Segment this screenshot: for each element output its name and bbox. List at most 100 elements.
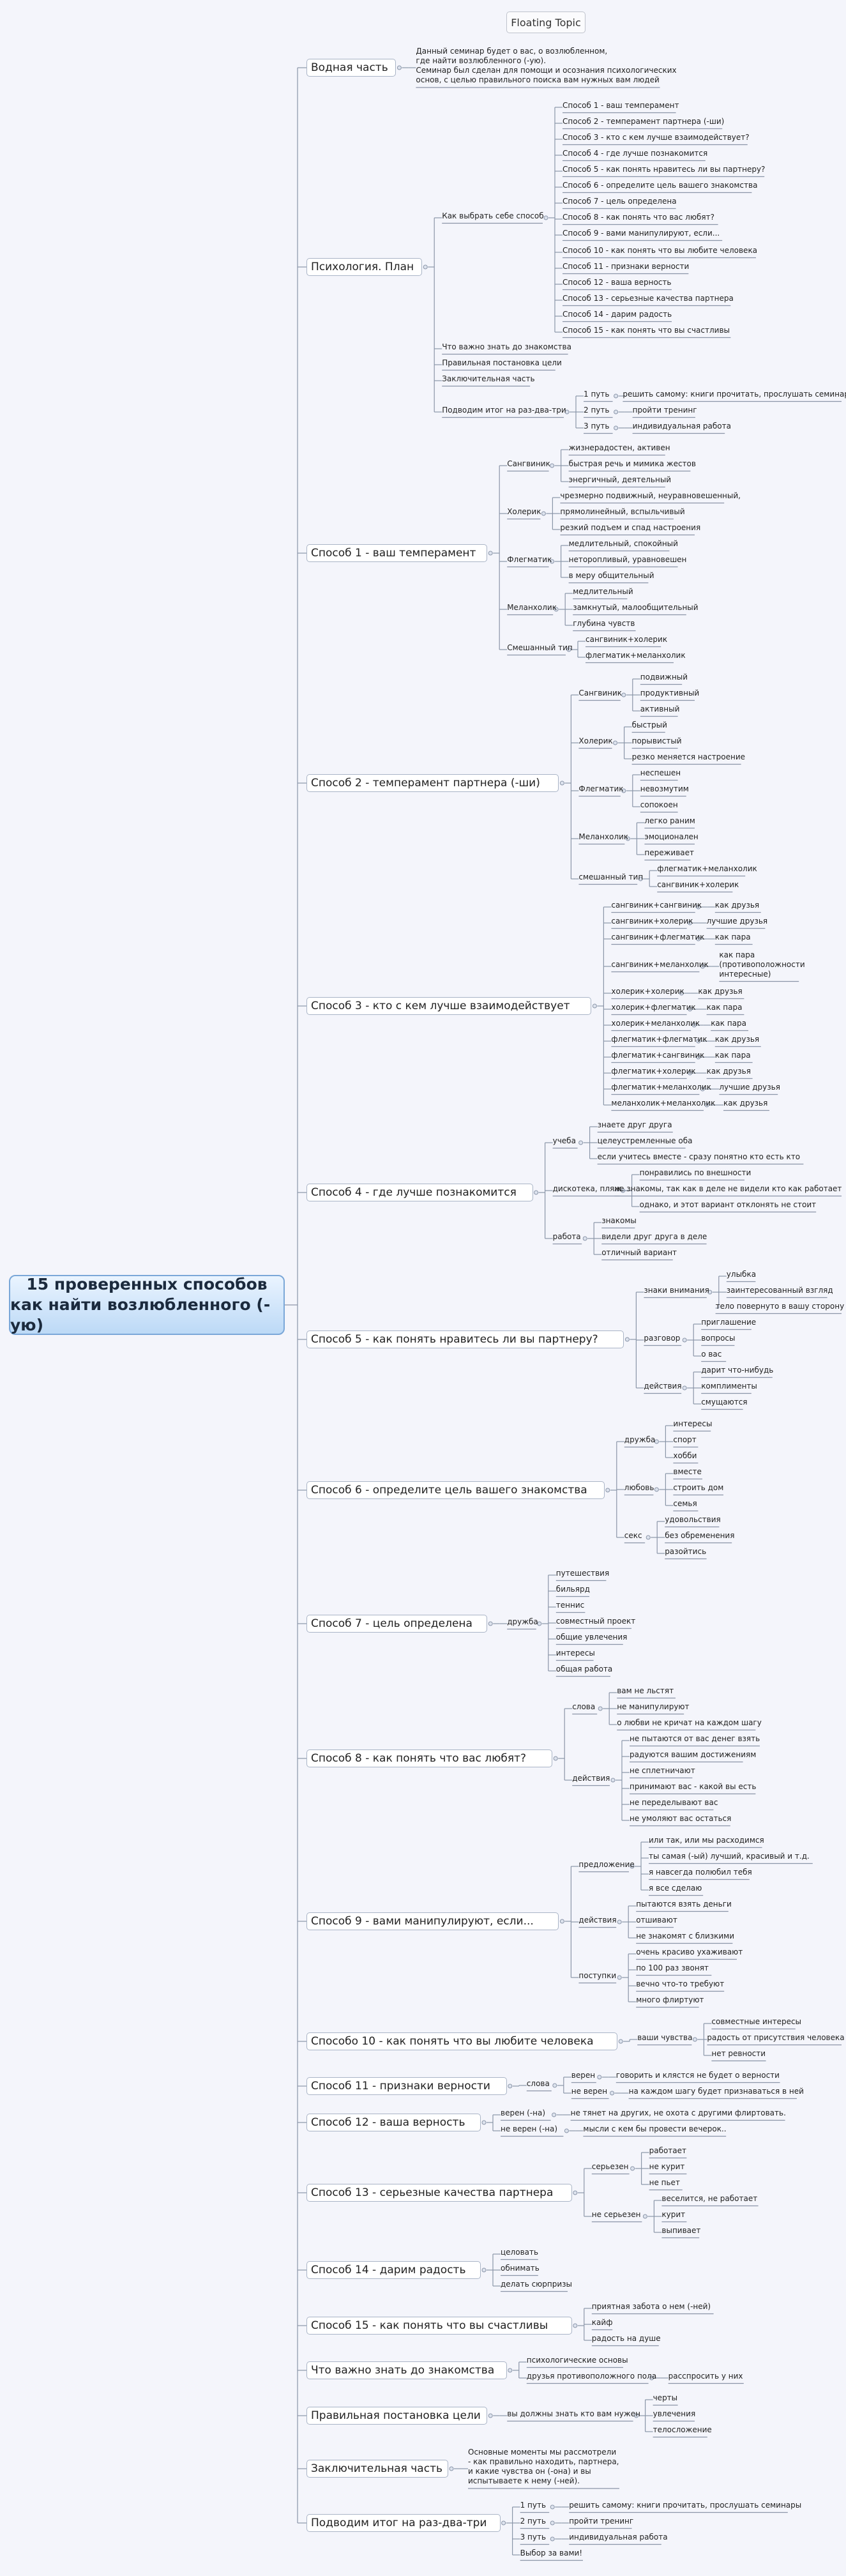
leaf-node[interactable]: по 100 раз звонят — [636, 1963, 709, 1972]
leaf-node[interactable]: радость от присутствия человека — [707, 2032, 845, 2042]
leaf-node[interactable]: не переделывают вас — [630, 1797, 718, 1807]
subtopic-node[interactable]: Смешанный тип — [507, 643, 573, 652]
collapse-toggle[interactable] — [700, 1086, 705, 1092]
leaf-node[interactable]: путешествия — [555, 1568, 610, 1578]
leaf-node[interactable]: целовать — [501, 2247, 539, 2257]
leaf-node[interactable]: понравились по внешности — [639, 1168, 752, 1177]
collapse-toggle[interactable] — [700, 964, 705, 969]
collapse-toggle[interactable] — [423, 264, 428, 270]
subtopic-node[interactable]: дружба — [507, 1617, 538, 1626]
collapse-toggle[interactable] — [614, 409, 619, 415]
collapse-toggle[interactable] — [481, 2267, 487, 2273]
leaf-node[interactable]: эмоционален — [644, 832, 699, 841]
leaf-node[interactable]: психологические основы — [526, 2355, 628, 2365]
collapse-toggle[interactable] — [508, 2368, 513, 2373]
main-topic[interactable]: Способ 7 - цель определена — [306, 1615, 488, 1633]
leaf-node[interactable]: отличный вариант — [601, 1247, 677, 1257]
leaf-node[interactable]: активный — [640, 704, 680, 713]
leaf-node[interactable]: не знакомы, так как в деле не видели кто… — [614, 1184, 842, 1193]
collapse-toggle[interactable] — [501, 2520, 506, 2526]
collapse-toggle[interactable] — [541, 511, 546, 516]
leaf-node[interactable]: лучшие друзья — [706, 916, 768, 926]
collapse-toggle[interactable] — [614, 425, 619, 431]
collapse-toggle[interactable] — [559, 781, 564, 786]
subtopic-node[interactable]: действия — [572, 1773, 610, 1783]
leaf-node[interactable]: без обременения — [665, 1530, 735, 1540]
collapse-toggle[interactable] — [550, 2504, 555, 2510]
leaf-node[interactable]: как пара — [711, 1018, 747, 1028]
leaf-node[interactable]: неторопливый, уравновешен — [568, 554, 687, 564]
subtopic-node[interactable]: дискотека, пляж — [552, 1184, 622, 1193]
leaf-node[interactable]: радость на душе — [591, 2333, 661, 2343]
leaf-node[interactable]: смущаются — [701, 1397, 748, 1406]
leaf-node[interactable]: отшивают — [636, 1915, 677, 1924]
leaf-node[interactable]: приглашение — [701, 1317, 757, 1327]
leaf-node[interactable]: медлительный — [573, 586, 633, 596]
collapse-toggle[interactable] — [552, 2083, 557, 2088]
leaf-node[interactable]: замкнутый, малообщительный — [573, 602, 699, 612]
subtopic-node[interactable]: холерик+флегматик — [611, 1002, 696, 1012]
leaf-node[interactable]: выпивает — [661, 2225, 701, 2235]
leaf-node[interactable]: расспросить у них — [668, 2371, 743, 2381]
main-topic[interactable]: Способ 9 - вами манипулируют, если... — [306, 1912, 559, 1930]
main-topic[interactable]: Заключительная часть — [306, 2460, 448, 2478]
subtopic-node[interactable]: флегматик+флегматик — [611, 1034, 707, 1044]
subtopic-node[interactable]: секс — [624, 1530, 642, 1540]
leaf-node[interactable]: не знакомят с близкими — [636, 1931, 735, 1940]
leaf-node[interactable]: хобби — [673, 1451, 697, 1460]
collapse-toggle[interactable] — [598, 1706, 603, 1711]
subtopic-node[interactable]: Сангвиник — [507, 459, 550, 468]
leaf-node[interactable]: как пара — [714, 932, 751, 941]
subtopic-node[interactable]: не серьезен — [591, 2209, 641, 2219]
leaf-node[interactable]: строить дом — [673, 1482, 724, 1492]
collapse-toggle[interactable] — [597, 2075, 602, 2080]
subtopic-node[interactable]: верен — [571, 2070, 596, 2080]
main-topic[interactable]: Способ 5 - как понять нравитесь ли вы па… — [306, 1330, 624, 1348]
main-topic[interactable]: Способ 8 - как понять что вас любят? — [306, 1749, 553, 1767]
subtopic-node[interactable]: поступки — [578, 1970, 617, 1980]
leaf-node[interactable]: Способ 1 - ваш темперамент — [563, 100, 679, 110]
subtopic-node[interactable]: Меланхолик — [507, 602, 557, 612]
leaf-node[interactable]: не умоляют вас остаться — [630, 1813, 732, 1823]
leaf-node[interactable]: бильярд — [555, 1584, 590, 1594]
leaf-node[interactable]: глубина чувств — [573, 618, 635, 628]
subtopic-node[interactable]: сангвиник+флегматик — [611, 932, 705, 941]
collapse-toggle[interactable] — [610, 2091, 615, 2096]
leaf-node[interactable]: сопокоен — [640, 800, 678, 809]
leaf-node[interactable]: как пара — [714, 1050, 751, 1060]
collapse-toggle[interactable] — [654, 1439, 659, 1444]
leaf-node[interactable]: кайф — [591, 2317, 613, 2327]
subtopic-node[interactable]: вы должны знать кто вам нужен — [507, 2409, 640, 2418]
leaf-node[interactable]: пройти тренинг — [569, 2516, 634, 2526]
leaf-node[interactable]: Способ 9 - вами манипулируют, если... — [563, 228, 720, 238]
central-topic[interactable]: 15 проверенных способов как найти возлюб… — [9, 1275, 285, 1335]
collapse-toggle[interactable] — [624, 1337, 630, 1342]
leaf-node[interactable]: не тянет на других, не охота с другими ф… — [570, 2108, 786, 2117]
leaf-node[interactable]: делать сюрпризы — [501, 2279, 573, 2289]
subtopic-node[interactable]: Флегматик — [578, 784, 624, 793]
leaf-node[interactable]: курит — [661, 2209, 686, 2219]
leaf-node[interactable]: общая работа — [555, 1664, 613, 1673]
leaf-node[interactable]: нет ревности — [711, 2048, 766, 2058]
subtopic-node[interactable]: дружба — [624, 1435, 656, 1444]
leaf-node[interactable]: решить самому: книги прочитать, прослуша… — [569, 2500, 802, 2510]
collapse-toggle[interactable] — [696, 1039, 701, 1044]
leaf-node[interactable]: теннис — [555, 1600, 585, 1610]
subtopic-node[interactable]: флегматик+меланхолик — [611, 1082, 711, 1092]
subtopic-node[interactable]: Холерик — [578, 736, 613, 745]
subtopic-node[interactable]: 2 путь — [520, 2516, 547, 2526]
collapse-toggle[interactable] — [552, 2112, 557, 2117]
collapse-toggle[interactable] — [610, 1778, 616, 1783]
leaf-node[interactable]: много флиртуют — [636, 1995, 704, 2004]
subtopic-node[interactable]: Холерик — [507, 507, 541, 516]
leaf-node[interactable]: Способ 2 - темперамент партнера (-ши) — [563, 116, 725, 126]
leaf-node[interactable]: о вас — [701, 1349, 722, 1359]
leaf-node[interactable]: как друзья — [714, 900, 760, 910]
collapse-toggle[interactable] — [696, 936, 701, 941]
subtopic-node[interactable]: флегматик+сангвиник — [611, 1050, 705, 1060]
collapse-toggle[interactable] — [582, 1236, 587, 1241]
leaf-node[interactable]: ты самая (-ый) лучший, красивый и т.д. — [649, 1851, 810, 1861]
collapse-toggle[interactable] — [688, 1071, 693, 1076]
leaf-node[interactable]: как друзья — [706, 1066, 751, 1076]
collapse-toggle[interactable] — [621, 692, 626, 697]
